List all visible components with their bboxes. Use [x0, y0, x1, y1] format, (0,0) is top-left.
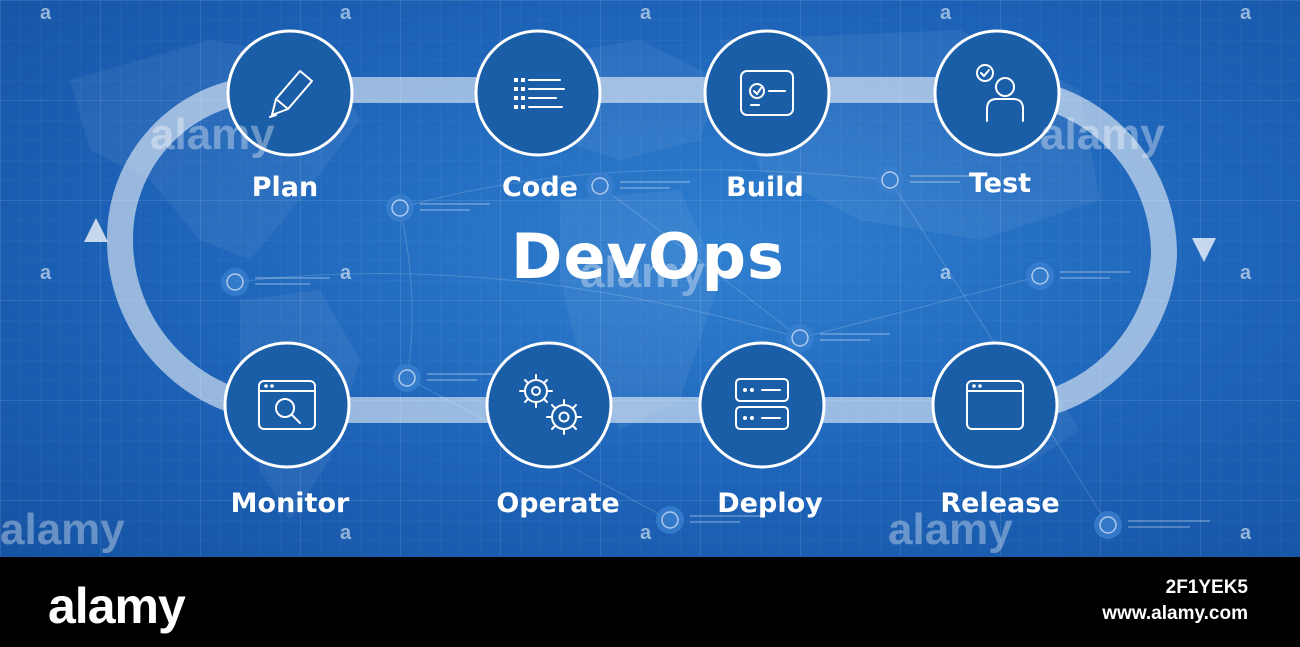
- network-nodes: [221, 166, 1122, 539]
- step-label-deploy: Deploy: [717, 488, 823, 519]
- watermark-mark: a: [340, 2, 352, 24]
- image-id: 2F1YEK5: [1165, 577, 1248, 598]
- brand-logo: alamy: [48, 578, 186, 634]
- watermark-alamy: alamy: [1040, 110, 1165, 159]
- watermark-mark: a: [340, 522, 352, 544]
- step-label-monitor: Monitor: [230, 488, 350, 519]
- step-label-plan: Plan: [251, 172, 319, 203]
- step-label-build: Build: [726, 172, 804, 203]
- browser-window-icon: [966, 380, 1024, 430]
- watermark-mark: a: [40, 2, 52, 24]
- watermark-alamy: alamy: [150, 110, 275, 159]
- step-label-test: Test: [968, 168, 1032, 199]
- code-list-icon: [514, 78, 565, 109]
- server-icon: [735, 378, 789, 430]
- arrow-left: [84, 218, 108, 242]
- watermark-mark: a: [40, 262, 52, 284]
- step-circles: [223, 29, 1061, 469]
- watermark-mark: a: [340, 262, 352, 284]
- watermark-mark: a: [1240, 522, 1252, 544]
- site-url: www.alamy.com: [1102, 603, 1248, 624]
- step-label-release: Release: [940, 488, 1060, 519]
- watermark-alamy: alamy: [580, 248, 705, 297]
- pencil-icon: [269, 70, 313, 118]
- devops-loop: [84, 75, 1216, 424]
- watermark-alamy: alamy: [888, 505, 1013, 554]
- user-check-icon: [976, 64, 1024, 122]
- diagram-graphics: [70, 29, 1216, 539]
- stock-footer: alamy 2F1YEK5 www.alamy.com: [0, 557, 1300, 647]
- diagram-canvas: alamy alamy alamy alamy alamy a a a a a …: [0, 0, 1300, 557]
- watermark-mark: a: [1240, 262, 1252, 284]
- gears-icon: [519, 374, 582, 435]
- watermark-alamy: alamy: [0, 505, 125, 554]
- watermark-mark: a: [940, 2, 952, 24]
- build-panel-icon: [740, 70, 794, 116]
- diagram-title: DevOps: [511, 220, 785, 293]
- watermark-mark: a: [640, 522, 652, 544]
- watermark-mark: a: [640, 2, 652, 24]
- arrow-right: [1192, 238, 1216, 262]
- step-label-code: Code: [501, 172, 579, 203]
- node-captions: [255, 175, 1210, 528]
- watermark-mark: a: [1240, 2, 1252, 24]
- watermark-mark: a: [940, 262, 952, 284]
- browser-search-icon: [258, 380, 316, 430]
- step-label-operate: Operate: [496, 488, 620, 519]
